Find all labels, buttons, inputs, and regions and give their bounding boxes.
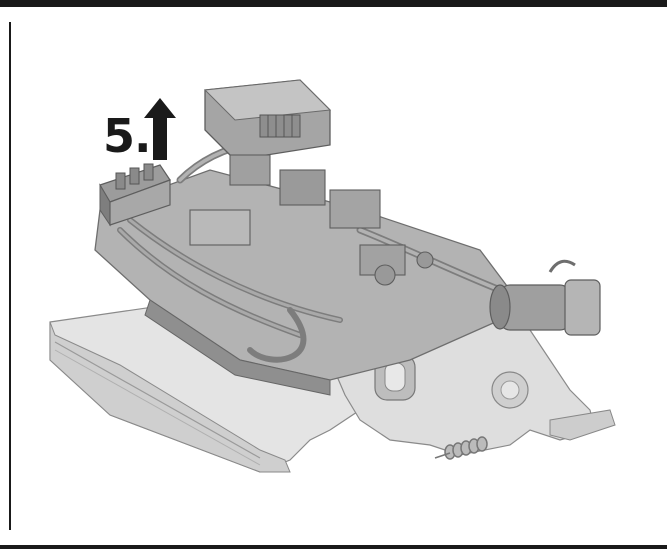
electronics-module: [203, 79, 332, 161]
step-number: 5.: [103, 109, 151, 163]
board-components: [189, 154, 434, 286]
arrow-up-icon: [144, 98, 176, 160]
base-tray-rim: [49, 321, 291, 473]
component-assembly-illustration: [49, 79, 616, 473]
top-border-rule: [0, 0, 667, 7]
terminal-block: [99, 163, 171, 227]
left-margin-rule: [9, 22, 11, 530]
valve-unit: [489, 259, 601, 336]
spring: [444, 436, 488, 460]
bottom-border-rule: [0, 545, 667, 549]
